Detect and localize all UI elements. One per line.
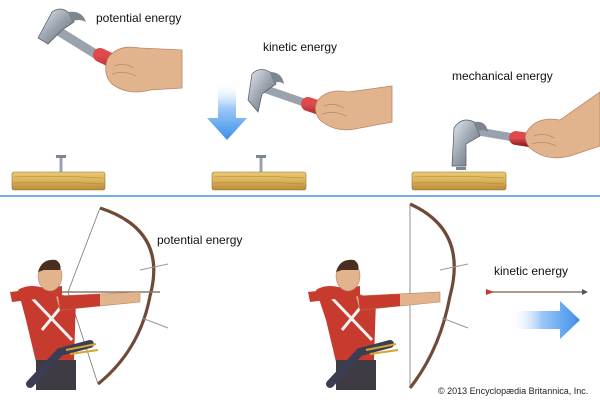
hammer-stage-3 [411,91,600,191]
wood-block-2 [211,171,307,191]
hammer-kinetic-energy-label: kinetic energy [263,40,338,54]
hand-3 [525,91,600,159]
hammer-potential-energy-label: potential energy [96,11,182,25]
hand-1 [105,46,183,93]
archer-potential-energy-label: potential energy [157,233,243,247]
archer-2 [308,202,469,390]
archer-1 [10,206,169,390]
archer-kinetic-energy-label: kinetic energy [494,264,569,278]
copyright-notice: © 2013 Encyclopædia Britannica, Inc. [438,386,589,396]
wood-block-3 [411,171,507,191]
bow-1 [96,206,156,386]
nail-3 [456,167,466,170]
bow-2 [408,202,456,389]
hammer-mechanical-energy-label: mechanical energy [452,69,553,83]
flying-arrow [486,289,588,295]
hammer-stage-1 [11,8,183,191]
rightward-motion-arrow [510,301,580,339]
hand-2 [315,85,393,131]
hammer-stage-2 [207,69,393,191]
nail-1 [56,155,66,172]
nail-2 [256,155,266,172]
downward-motion-arrow [207,82,247,140]
wood-block-1 [11,171,106,191]
